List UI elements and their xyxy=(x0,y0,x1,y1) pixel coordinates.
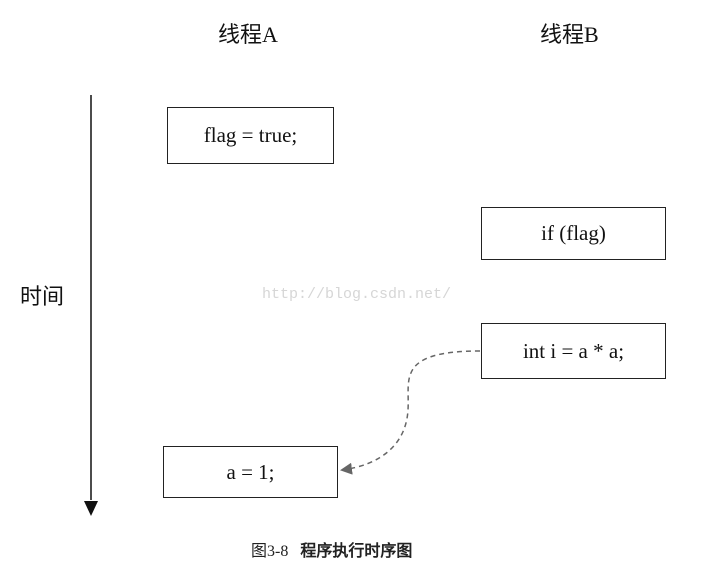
statement-text: int i = a * a; xyxy=(522,338,625,363)
statement-box-a-eq-1: a = 1; xyxy=(163,446,338,498)
dependency-dashed-arrow xyxy=(340,350,481,475)
figure-caption: 图3-8 程序执行时序图 xyxy=(251,540,412,563)
statement-text: flag = true; xyxy=(203,123,298,147)
thread-b-title: 线程B xyxy=(540,22,599,47)
figure-number: 图3-8 xyxy=(251,543,289,560)
thread-a-title: 线程A xyxy=(218,22,278,47)
statement-box-flag-true: flag = true; xyxy=(167,107,334,164)
figure-title: 程序执行时序图 xyxy=(300,541,413,560)
statement-text: if (flag) xyxy=(541,221,606,245)
time-axis-label: 时间 xyxy=(20,284,65,309)
time-axis-arrowhead xyxy=(84,501,98,516)
statement-box-if-flag: if (flag) xyxy=(481,207,666,260)
statement-text: a = 1; xyxy=(226,459,275,484)
watermark-text: http://blog.csdn.net/ xyxy=(262,286,452,303)
statement-box-int-i: int i = a * a; xyxy=(481,323,666,379)
